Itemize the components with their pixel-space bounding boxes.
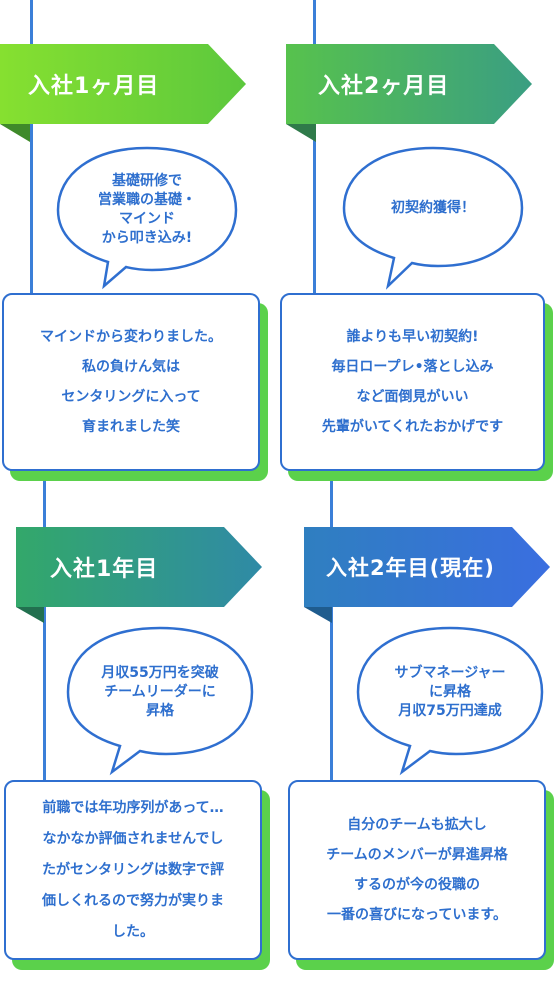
step-title: 入社1ヶ月目 [28,74,160,99]
step-banner-month2: 入社2ヶ月目 [286,44,532,142]
card-text: 自分のチームも拡大し チームのメンバーが昇進昇格 するのが今の役職の 一番の喜び… [326,817,508,923]
step-banner-year1: 入社1年目 [16,527,262,623]
timeline-line-2 [313,0,316,300]
story-card-year1: 前職では年功序列があって… なかなか評価されませんでし たがセンタリングは数字で… [4,780,262,960]
speech-bubble-month2: 初契約獲得！ [338,142,528,292]
story-card-month1: マインドから変わりました。 私の負けん気は センタリングに入って 育まれました笑 [2,293,260,471]
card-text: 誰よりも早い初契約! 毎日ロープレ•落とし込み など面倒見がいい 先輩がいてくれ… [321,329,504,435]
story-card-year2: 自分のチームも拡大し チームのメンバーが昇進昇格 するのが今の役職の 一番の喜び… [288,780,546,960]
speech-bubble-month1: 基礎研修で 営業職の基礎・ マインド から叩き込み! [52,142,242,292]
timeline-line-3 [43,470,46,790]
speech-bubble-year1: 月収55万円を突破 チームリーダーに 昇格 [62,622,258,778]
bubble-text: サブマネージャー に昇格 月収75万円達成 [394,664,506,719]
step-title: 入社2ヶ月目 [318,74,450,99]
timeline-line-1 [30,0,33,300]
step-title: 入社2年目(現在) [326,556,495,580]
speech-bubble-year2: サブマネージャー に昇格 月収75万円達成 [352,622,548,778]
timeline-line-4 [330,470,333,790]
step-title: 入社1年目 [50,557,159,582]
card-text: マインドから変わりました。 私の負けん気は センタリングに入って 育まれました笑 [40,329,222,435]
bubble-text: 基礎研修で 営業職の基礎・ マインド から叩き込み! [98,173,196,246]
bubble-text: 初契約獲得！ [391,199,475,216]
bubble-text: 月収55万円を突破 チームリーダーに 昇格 [101,664,219,719]
step-banner-month1: 入社1ヶ月目 [0,44,246,142]
card-text: 前職では年功序列があって… なかなか評価されませんでし たがセンタリングは数字で… [42,799,224,940]
step-banner-year2: 入社2年目(現在) [304,527,550,623]
story-card-month2: 誰よりも早い初契約! 毎日ロープレ•落とし込み など面倒見がいい 先輩がいてくれ… [280,293,545,471]
